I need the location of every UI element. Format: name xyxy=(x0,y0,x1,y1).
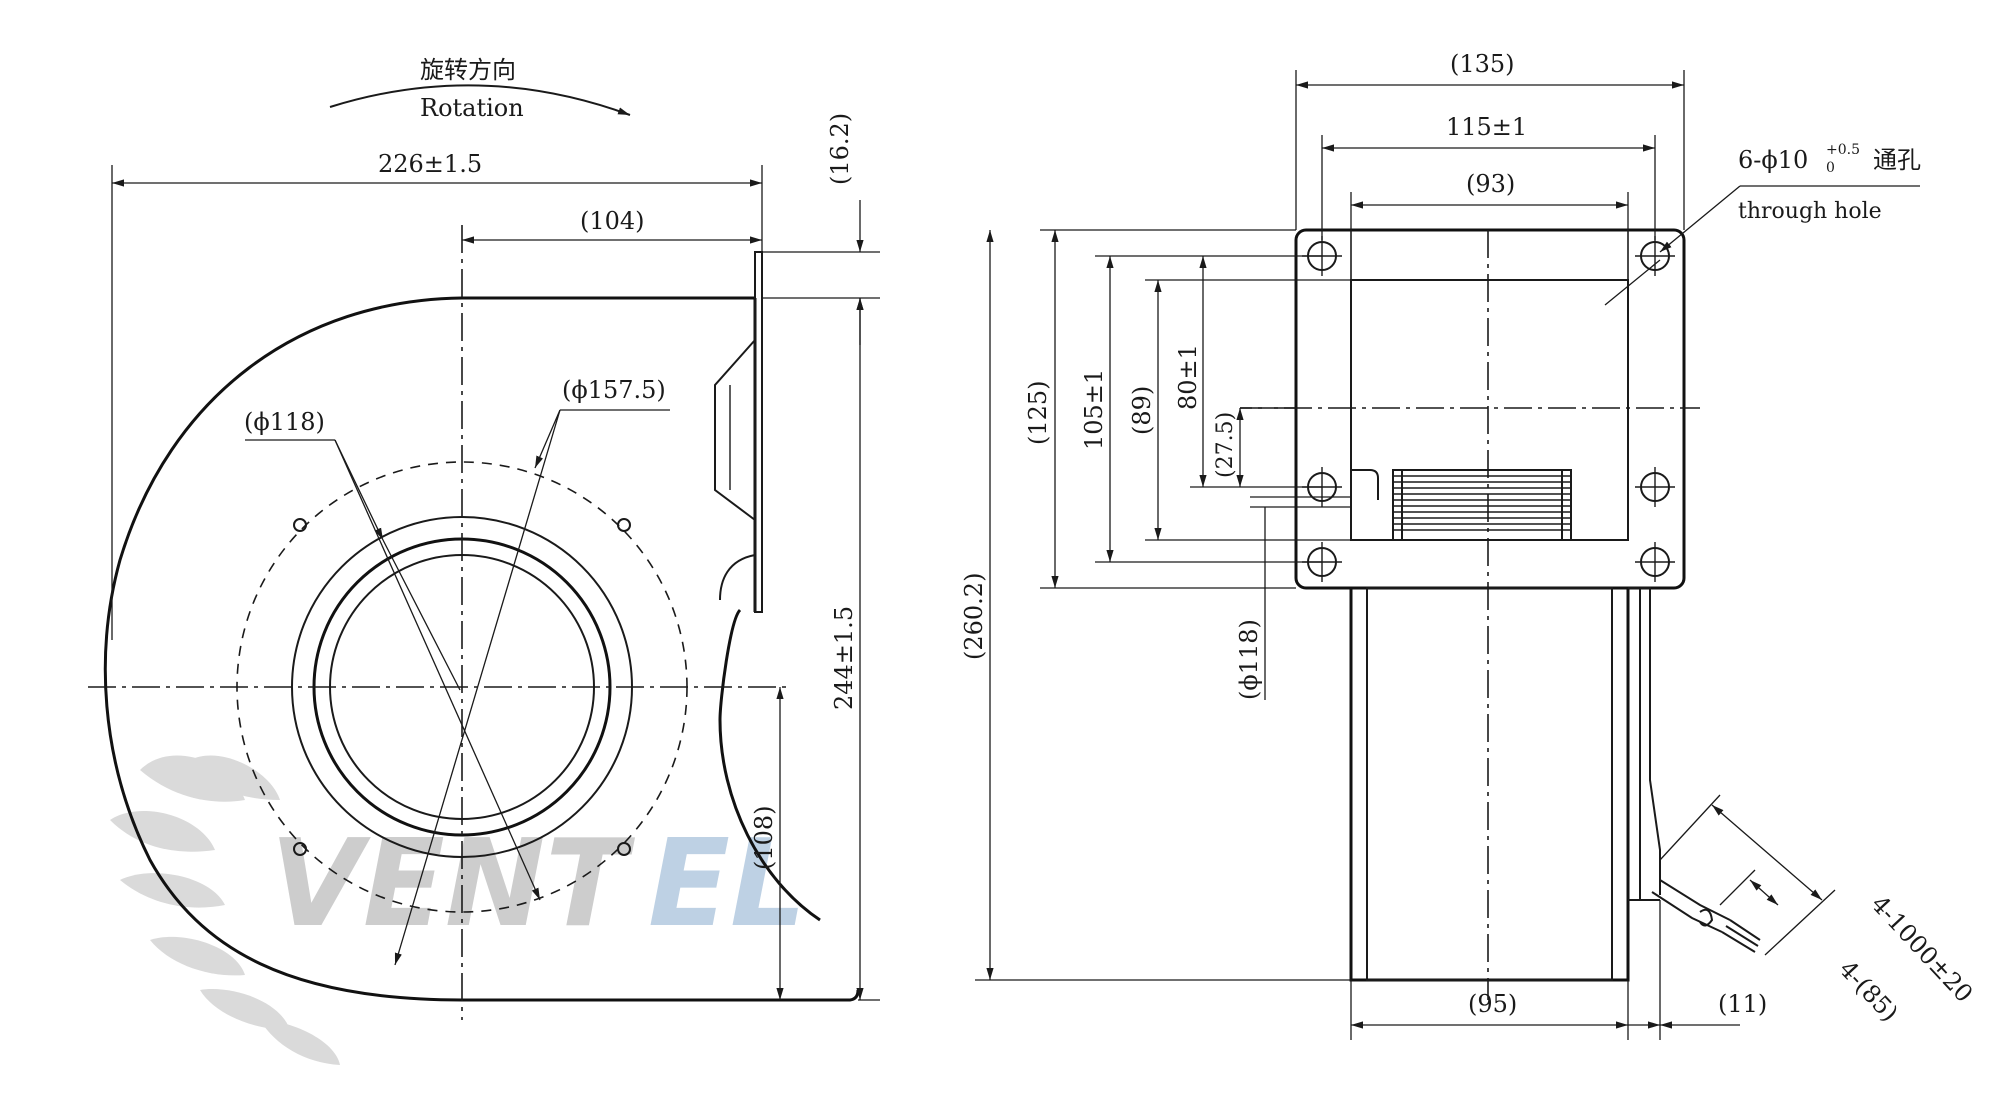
mount-hole xyxy=(293,842,307,856)
dim-total-height: (260.2) xyxy=(960,573,988,660)
rotation-label-cn: 旋转方向 xyxy=(420,56,516,84)
dim-inlet-dia: (ϕ118) xyxy=(1235,619,1263,700)
mount-hole xyxy=(617,842,631,856)
outlet-opening xyxy=(1350,279,1629,541)
housing-scroll-outline xyxy=(103,296,860,1002)
lead-wire xyxy=(1659,879,1731,921)
dim-outlet-height: (89) xyxy=(1128,386,1156,435)
mount-hole xyxy=(293,518,307,532)
hole-note-tol-lower: 0 xyxy=(1826,160,1835,176)
dim-flange-height: (125) xyxy=(1024,380,1052,445)
mount-hole xyxy=(617,518,631,532)
rotation-label-en: Rotation xyxy=(420,94,524,122)
outlet-motor-cover xyxy=(714,339,756,521)
rotation-arrow xyxy=(329,84,631,116)
dim-center-to-bottom: (108) xyxy=(750,805,778,870)
dim-outlet-width: (93) xyxy=(1466,170,1515,198)
dim-total-height: 244±1.5 xyxy=(830,606,858,710)
dim-outlet-offset: (104) xyxy=(580,207,645,235)
hole-note-tol-upper: +0.5 xyxy=(1826,142,1860,158)
hole-note-en: through hole xyxy=(1738,199,1882,224)
hole-note-cn: 通孔 xyxy=(1873,146,1921,174)
dim-bolt-circle: (ϕ157.5) xyxy=(562,376,666,404)
housing-body xyxy=(1349,586,1630,982)
dim-body-width: (95) xyxy=(1468,990,1517,1018)
flange-plate xyxy=(1294,228,1686,590)
dim-hole-spacing-v: 105±1 xyxy=(1080,369,1108,450)
outlet-flange-plate xyxy=(754,251,763,613)
dim-flange-width: (135) xyxy=(1450,50,1515,78)
dim-motor-offset: (11) xyxy=(1718,990,1767,1018)
watermark-fan-icon xyxy=(110,755,340,1065)
hole-note-prefix: 6-ϕ10 xyxy=(1738,146,1808,174)
motor-housing xyxy=(1628,587,1661,895)
dim-small: (27.5) xyxy=(1213,412,1238,478)
front-view: (135) 115±1 (93) 6-ϕ10 +0.5 0 通孔 through… xyxy=(960,50,1978,1040)
side-view: 旋转方向 Rotation 226±1.5 (104) xyxy=(88,56,880,1020)
dim-total-width: 226±1.5 xyxy=(378,150,482,178)
impeller xyxy=(1392,469,1572,541)
dim-hole-spacing-h: 115±1 xyxy=(1446,113,1527,141)
watermark-text-blue: EL xyxy=(648,815,806,954)
dim-flange: (16.2) xyxy=(826,113,854,185)
dim-inlet-dia: (ϕ118) xyxy=(244,408,325,436)
watermark-text-gray: VENT xyxy=(270,815,635,954)
dim-strip-length: 4-(85) xyxy=(1834,955,1904,1027)
dim-upper-holes: 80±1 xyxy=(1174,344,1202,410)
watermark-logo: VENT EL xyxy=(110,755,806,1065)
